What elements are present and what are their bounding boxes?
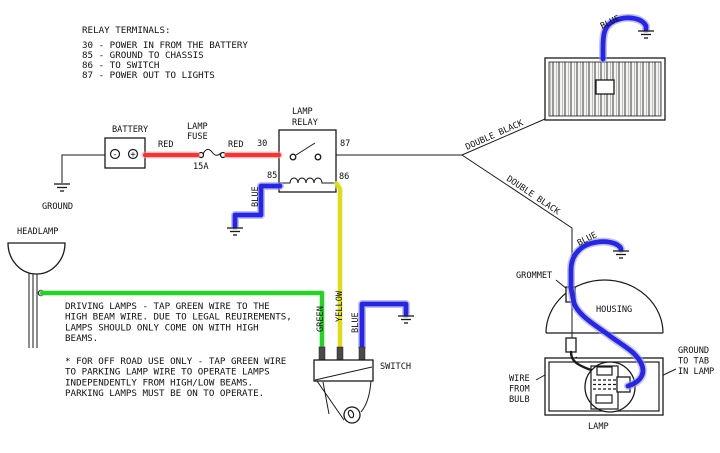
switch-lever — [322, 381, 330, 415]
relay-terminal-30: 30 — [257, 139, 267, 149]
grommet-label: GROMMET — [516, 271, 552, 281]
headlamp-dome — [7, 242, 66, 275]
fuse-label-line2: FUSE — [187, 132, 208, 142]
battery-body — [104, 137, 146, 169]
fuse-element — [202, 148, 222, 156]
battery: - + — [104, 137, 146, 169]
blue-label-switch: BLUE — [351, 312, 361, 333]
switch — [313, 346, 374, 424]
driving-lamp-bottom — [544, 350, 664, 416]
switch-terminal-blue — [358, 346, 366, 362]
lamp-relay — [278, 129, 337, 193]
note-driving-line2: HIGH BEAM WIRE. DUE TO LEGAL REUIREMENTS… — [65, 312, 292, 323]
legend-item-30: 30 - POWER IN FROM THE BATTERY — [82, 40, 248, 51]
note-offroad-line3: INDEPENDENTLY FROM HIGH/LOW BEAMS. — [65, 377, 253, 388]
battery-minus-terminal — [109, 148, 121, 160]
bulb-base-detail — [595, 394, 613, 404]
battery-minus-sign: - — [112, 150, 117, 160]
legend-item-87: 87 - POWER OUT TO LIGHTS — [82, 70, 215, 81]
switch-stem-right — [360, 380, 372, 413]
ground-to-tab-line1: GROUND — [678, 346, 709, 356]
relay-label-line1: LAMP — [292, 107, 313, 117]
wire-from-bulb-line2: FROM — [509, 385, 530, 395]
note-offroad-line2: TO PARKING LAMP WIRE TO OPERATE LAMPS — [65, 367, 270, 378]
green-wire-label: GREEN — [316, 306, 326, 332]
legend-title: RELAY TERMINALS: — [82, 25, 171, 36]
blue-label-relay: BLUE — [251, 186, 261, 207]
relay-terminal-85: 85 — [267, 171, 277, 181]
double-black-upper-wire — [461, 118, 546, 156]
relay-terminal-86: 86 — [339, 172, 349, 182]
switch-toggle-detail — [347, 409, 355, 419]
headlamp-wire-lines — [28, 272, 38, 348]
battery-label: BATTERY — [112, 125, 149, 135]
relay-switch-arm — [295, 142, 316, 156]
top-lamp-center-detail — [595, 79, 615, 95]
yellow-wire-label: YELLOW — [335, 290, 345, 322]
switch-body — [313, 359, 374, 382]
red-wire-label-2: RED — [228, 140, 244, 150]
red-wire-label-1: RED — [158, 140, 174, 150]
fuse-rating: 15A — [193, 162, 209, 172]
note-driving-line4: BEAMS. — [65, 333, 98, 344]
relay-label-line2: RELAY — [292, 118, 319, 128]
bottom-lamp-label: LAMP — [588, 422, 609, 432]
wire-from-bulb-line1: WIRE — [509, 374, 530, 384]
note-offroad-line1: * FOR OFF ROAD USE ONLY - TAP GREEN WIRE — [65, 356, 286, 367]
wire-from-bulb-line3: BULB — [509, 395, 530, 405]
battery-ground-wire — [61, 154, 105, 183]
legend-item-85: 85 - GROUND TO CHASSIS — [82, 50, 204, 61]
relay-contact-left — [289, 153, 297, 161]
battery-plus-sign: + — [130, 150, 135, 160]
switch-body-edge — [314, 366, 373, 381]
legend-item-86: 86 - TO SWITCH — [82, 60, 159, 71]
bulb-connector-lines — [593, 379, 616, 390]
fuse-label-line1: LAMP — [187, 122, 208, 132]
battery-plus-terminal — [127, 148, 139, 160]
ground-to-tab-line2: TO TAB — [678, 357, 709, 367]
bulb-top-notch — [596, 366, 613, 376]
ground-label: GROUND — [42, 202, 73, 212]
relay-contact-right — [314, 153, 322, 161]
bulb-feed-wire — [569, 350, 593, 372]
switch-stem-left — [316, 380, 345, 421]
driving-lamp-top — [544, 57, 666, 121]
ground-to-tab-line3: IN LAMP — [678, 367, 714, 377]
note-driving-line1: DRIVING LAMPS - TAP GREEN WIRE TO THE — [65, 301, 270, 312]
switch-terminal-yellow — [336, 346, 344, 362]
grommet-pointer-line — [555, 279, 568, 290]
housing-label: HOUSING — [596, 305, 632, 315]
switch-terminal-green — [318, 346, 326, 362]
note-driving-line3: LAMPS SHOULD ONLY COME ON WITH HIGH — [65, 322, 259, 333]
relay-coil — [279, 177, 336, 184]
headlamp-label: HEADLAMP — [17, 227, 58, 237]
switch-label: SWITCH — [380, 362, 411, 372]
lamp-entry-grommet — [565, 337, 577, 353]
relay-body — [278, 129, 337, 193]
relay-terminal-87: 87 — [340, 139, 350, 149]
switch-toggle-knob — [343, 406, 361, 424]
note-offroad-line4: PARKING LAMPS MUST BE ON TO OPERATE. — [65, 388, 264, 399]
